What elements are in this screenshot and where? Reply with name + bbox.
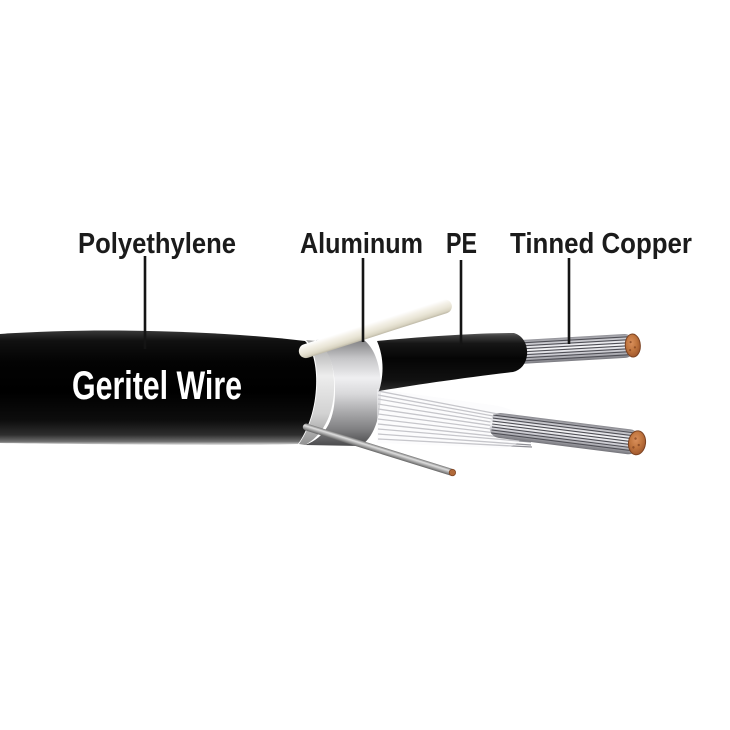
drain-wire bbox=[302, 423, 457, 477]
copper-tip-upper bbox=[624, 333, 641, 358]
copper-tip-drain bbox=[448, 468, 457, 477]
jacket-liner-ring bbox=[299, 340, 335, 445]
label-pe: PE bbox=[446, 228, 477, 260]
polyethylene-jacket bbox=[0, 330, 317, 445]
tinned-copper-bundle-lower bbox=[489, 413, 647, 456]
brand-label: Geritel Wire bbox=[72, 364, 242, 408]
aluminum-tape bbox=[298, 299, 452, 359]
label-polyethylene: Polyethylene bbox=[78, 228, 236, 260]
aluminum-shield bbox=[305, 338, 381, 446]
clear-wrap bbox=[377, 389, 524, 448]
label-tinned-copper: Tinned Copper bbox=[510, 228, 692, 260]
copper-tip-lower bbox=[627, 430, 647, 456]
label-aluminum: Aluminum bbox=[300, 228, 423, 260]
pe-insulated-wire bbox=[377, 333, 528, 391]
leader-lines bbox=[143, 256, 571, 349]
